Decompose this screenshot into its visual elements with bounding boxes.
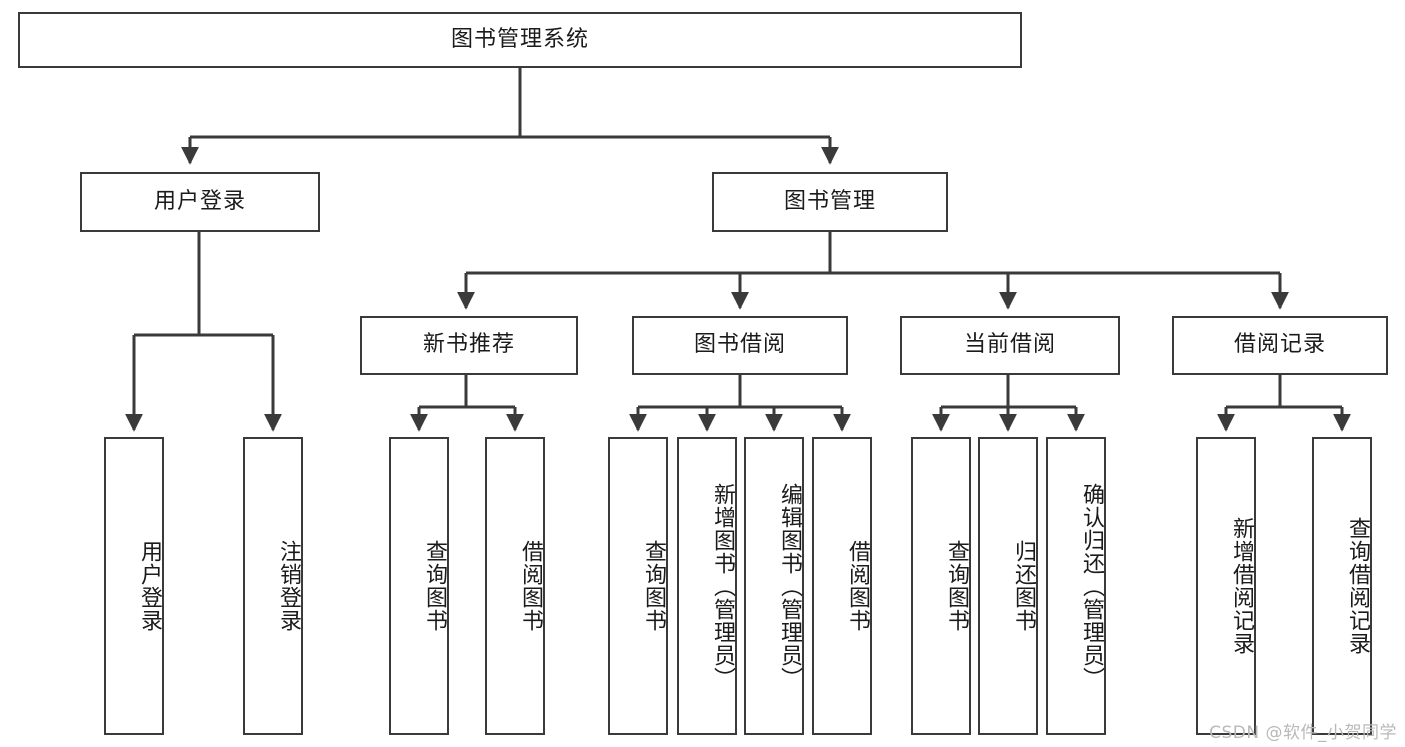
leaf-query-book-3-label: 查询图书 (944, 540, 969, 632)
node-book-borrow[interactable]: 图书借阅 (632, 316, 848, 375)
leaf-query-book-2-label: 查询图书 (641, 540, 666, 632)
node-book-manage[interactable]: 图书管理 (712, 172, 948, 232)
node-user-login-label: 用户登录 (153, 188, 246, 214)
leaf-add-record[interactable]: 新增借阅记录 (1196, 437, 1256, 735)
leaf-borrow-book-1[interactable]: 借阅图书 (485, 437, 545, 735)
node-borrow-record[interactable]: 借阅记录 (1172, 316, 1388, 375)
leaf-edit-book[interactable]: 编辑图书（管理员） (744, 437, 804, 735)
leaf-confirm-return[interactable]: 确认归还（管理员） (1046, 437, 1106, 735)
leaf-query-book-2[interactable]: 查询图书 (608, 437, 668, 735)
node-new-book-rec-label: 新书推荐 (422, 332, 515, 358)
csdn-watermark: CSDN @软件_小贺同学 (1209, 723, 1397, 743)
leaf-borrow-book-2[interactable]: 借阅图书 (812, 437, 872, 735)
leaf-borrow-book-1-label: 借阅图书 (518, 540, 543, 632)
node-root[interactable]: 图书管理系统 (18, 12, 1022, 68)
leaf-return-book-label: 归还图书 (1011, 540, 1036, 632)
node-book-manage-label: 图书管理 (783, 188, 876, 214)
leaf-confirm-return-label: 确认归还（管理员） (1079, 482, 1104, 690)
leaf-user-login[interactable]: 用户登录 (104, 437, 164, 735)
leaf-logout[interactable]: 注销登录 (243, 437, 303, 735)
leaf-query-record[interactable]: 查询借阅记录 (1312, 437, 1372, 735)
leaf-edit-book-label: 编辑图书（管理员） (777, 482, 802, 690)
node-new-book-rec[interactable]: 新书推荐 (360, 316, 578, 375)
node-borrow-record-label: 借阅记录 (1233, 332, 1326, 358)
node-current-borrow-label: 当前借阅 (963, 332, 1056, 358)
leaf-logout-label: 注销登录 (276, 540, 301, 632)
leaf-return-book[interactable]: 归还图书 (978, 437, 1038, 735)
node-book-borrow-label: 图书借阅 (693, 332, 786, 358)
leaf-add-record-label: 新增借阅记录 (1229, 517, 1254, 655)
leaf-user-login-label: 用户登录 (137, 540, 162, 632)
leaf-borrow-book-2-label: 借阅图书 (845, 540, 870, 632)
leaf-query-record-label: 查询借阅记录 (1345, 517, 1370, 655)
leaf-add-book[interactable]: 新增图书（管理员） (677, 437, 737, 735)
node-user-login[interactable]: 用户登录 (80, 172, 320, 232)
leaf-query-book-3[interactable]: 查询图书 (911, 437, 971, 735)
leaf-add-book-label: 新增图书（管理员） (710, 482, 735, 690)
leaf-query-book-1-label: 查询图书 (422, 540, 447, 632)
node-current-borrow[interactable]: 当前借阅 (900, 316, 1120, 375)
leaf-query-book-1[interactable]: 查询图书 (389, 437, 449, 735)
node-root-label: 图书管理系统 (450, 26, 589, 52)
